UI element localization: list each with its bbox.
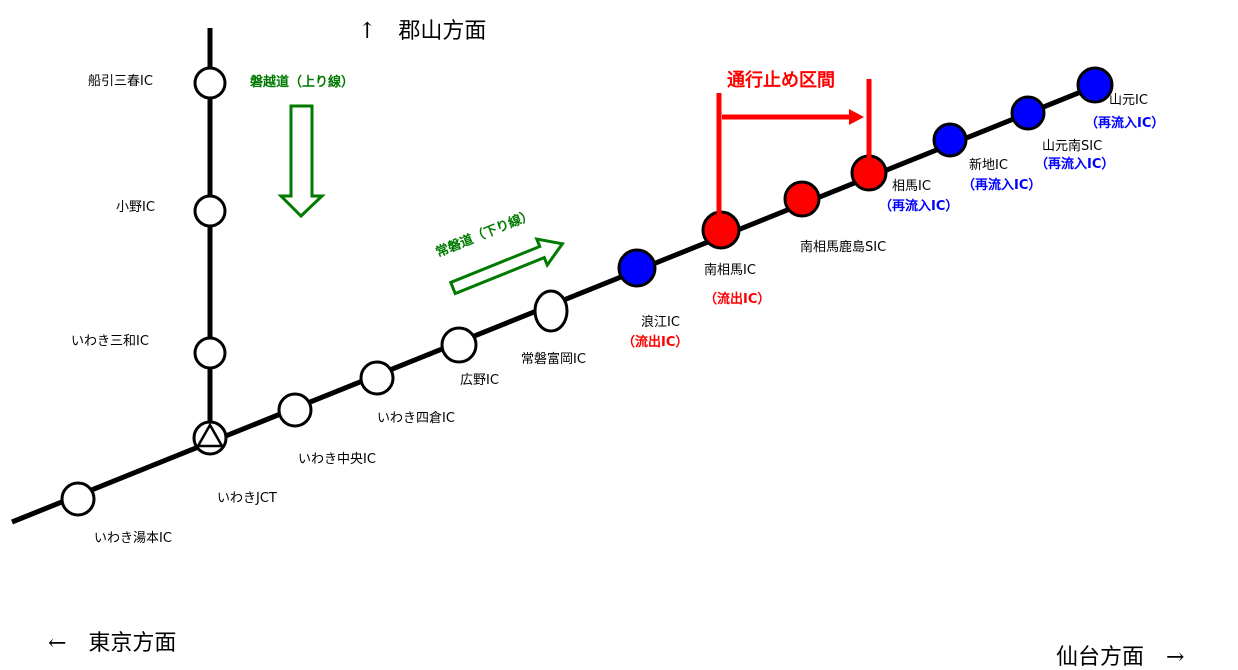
ic-node-iwaki-chuo — [277, 392, 313, 428]
ic-label-joban-tomioka: 常磐富岡IC — [521, 351, 586, 367]
ic-node-yamamoto — [1076, 66, 1114, 104]
ic-node-iwaki-yumoto — [60, 481, 96, 517]
direction-east: 仙台方面 → — [1056, 645, 1184, 670]
ic-label-hirono: 広野IC — [460, 373, 499, 388]
ic-node-joban-tomioka — [533, 289, 569, 333]
ic-node-namie — [617, 248, 657, 288]
closure-arrowhead — [849, 109, 864, 125]
ic-node-iwaki-miwa — [193, 336, 227, 370]
ic-label-iwaki-miwa: いわき三和IC — [71, 334, 149, 349]
ic-note-yamamoto: （再流入IC） — [1085, 115, 1164, 131]
ic-node-minamisoma-kashima — [783, 180, 821, 218]
ic-node-iwaki-yotsukura — [359, 360, 395, 396]
ic-label-iwaki-yotsukura: いわき四倉IC — [377, 411, 455, 426]
ic-node-yamamoto-minami — [1010, 95, 1046, 131]
ic-note-minamisoma: （流出IC） — [704, 291, 770, 307]
ic-label-minamisoma: 南相馬IC — [704, 262, 756, 278]
ic-note-soma: （再流入IC） — [879, 198, 958, 214]
ic-label-soma: 相馬IC — [892, 179, 931, 194]
ic-label-minamisoma-kashima: 南相馬鹿島SIC — [800, 239, 886, 255]
ban-expressway-label: 磐越道（上り線） — [250, 74, 354, 90]
ic-note-shinchi: （再流入IC） — [962, 177, 1041, 193]
ic-label-iwaki-jct: いわきJCT — [217, 491, 277, 506]
ic-node-shinchi — [932, 122, 968, 158]
ic-note-namie: （流出IC） — [622, 334, 688, 350]
ic-label-funehiki: 船引三春IC — [88, 74, 153, 89]
ban-direction-arrow-icon — [277, 104, 326, 219]
ic-label-ono: 小野IC — [116, 200, 155, 215]
direction-west: ← 東京方面 — [48, 631, 176, 656]
jct-triangle-icon — [195, 422, 225, 448]
ic-node-funehiki — [193, 66, 227, 100]
ic-label-iwaki-chuo: いわき中央IC — [298, 452, 376, 467]
ic-node-hirono — [440, 326, 478, 364]
direction-north: ↑ 郡山方面 — [358, 19, 486, 44]
ic-label-yamamoto: 山元IC — [1109, 93, 1148, 108]
joban-direction-arrow-icon — [448, 237, 565, 296]
ic-label-shinchi: 新地IC — [969, 157, 1008, 173]
ic-label-yamamoto-minami: 山元南SIC — [1042, 138, 1102, 154]
ic-node-ono — [193, 194, 227, 228]
ic-note-yamamoto-minami: （再流入IC） — [1035, 156, 1114, 172]
ic-label-namie: 浪江IC — [641, 315, 680, 330]
ic-label-iwaki-yumoto: いわき湯本IC — [94, 531, 172, 546]
closure-label: 通行止め区間 — [727, 69, 835, 91]
